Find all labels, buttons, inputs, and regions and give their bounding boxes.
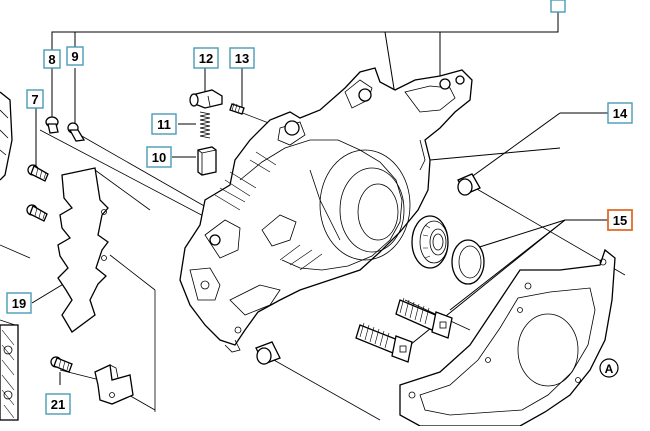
crankcase-body	[179, 67, 473, 353]
screw-8	[45, 116, 59, 134]
callout-9-label: 9	[71, 49, 78, 64]
callout-8[interactable]: 8	[43, 49, 61, 69]
callout-13-label: 13	[235, 51, 249, 66]
block-10	[197, 146, 217, 176]
callout-stub-top-right	[550, 0, 566, 13]
reference-marker-a[interactable]: A	[599, 358, 619, 378]
screw-7-upper	[27, 164, 49, 182]
callout-19-label: 19	[12, 296, 26, 311]
callout-12-label: 12	[199, 51, 213, 66]
callout-13[interactable]: 13	[229, 47, 255, 69]
bracket-21	[94, 364, 134, 405]
bushing-14	[457, 173, 481, 196]
callout-21-label: 21	[51, 397, 65, 412]
screw-21	[50, 356, 73, 373]
callout-14-label: 14	[613, 106, 628, 121]
callout-8-label: 8	[48, 52, 55, 67]
callout-14[interactable]: 14	[607, 102, 633, 124]
left-edge-parts	[0, 91, 19, 421]
top-leader-lines	[51, 12, 559, 96]
callout-19[interactable]: 19	[6, 292, 32, 314]
gasket	[399, 248, 616, 427]
callout-11-label: 11	[157, 117, 171, 132]
callout-15-label: 15	[613, 213, 627, 228]
bushing-lower	[255, 341, 281, 365]
callout-10-label: 10	[152, 150, 166, 165]
callout-12[interactable]: 12	[193, 47, 219, 69]
callout-11[interactable]: 11	[151, 113, 177, 135]
callout-7-label: 7	[31, 92, 38, 107]
bolt-15-lower	[355, 322, 413, 363]
callout-15[interactable]: 15	[607, 209, 633, 231]
seal-ring	[451, 239, 485, 285]
callout-7[interactable]: 7	[26, 89, 44, 109]
reference-marker-label: A	[605, 362, 614, 376]
screw-13	[229, 102, 245, 115]
callout-10[interactable]: 10	[146, 146, 172, 168]
screw-7-lower	[26, 204, 48, 222]
guide-plate-19	[57, 167, 109, 333]
clip-12	[189, 89, 223, 109]
spring-11	[199, 111, 211, 139]
bearing	[411, 215, 449, 269]
bolt-15-upper	[395, 297, 453, 339]
callout-9[interactable]: 9	[66, 46, 84, 66]
screw-9	[67, 122, 86, 142]
callout-21[interactable]: 21	[45, 393, 71, 415]
leader-lines	[31, 68, 612, 385]
